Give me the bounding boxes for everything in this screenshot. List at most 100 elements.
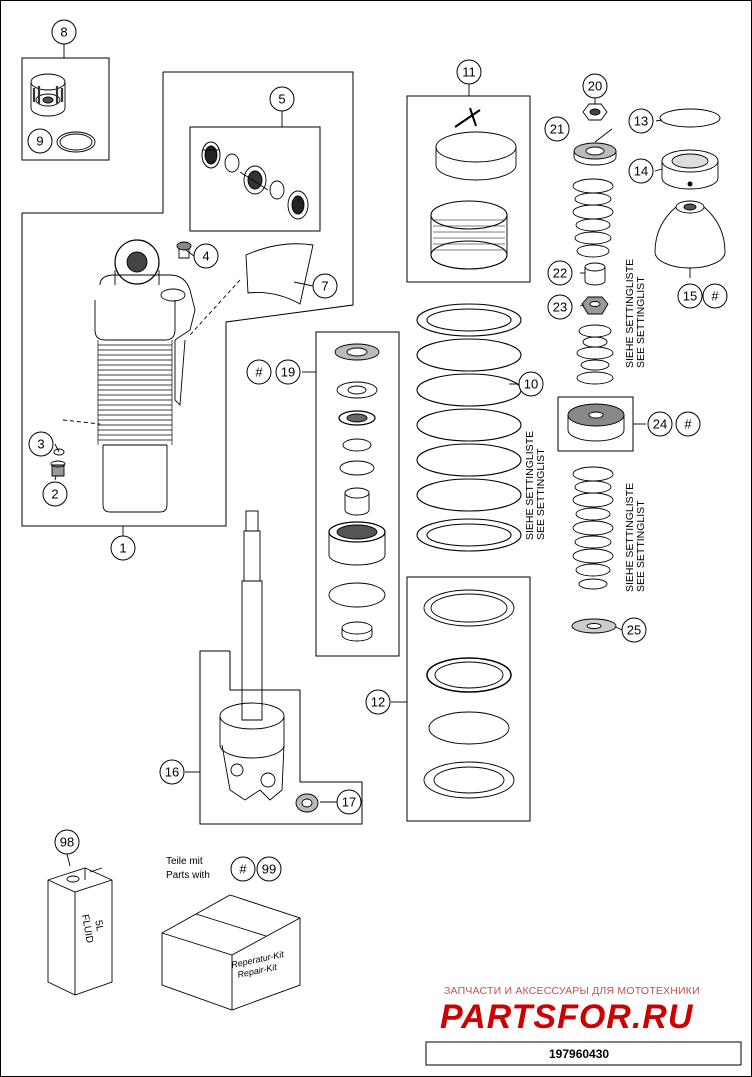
settinglist-en: SEE SETTINGLIST [635,500,647,592]
callout-5-circle [269,86,295,112]
callout-19: 19 [275,359,301,385]
group-frames [21,57,742,1066]
hash-callout-19-text: # [255,365,263,380]
callout-5: 5 [269,86,295,112]
callout-24-circle [647,411,673,437]
callout-12: 12 [365,689,391,715]
callout-98-circle [54,829,80,855]
callout-7-text: 7 [321,279,328,294]
callout-15: 15 [677,283,703,309]
fluid-label: FLUID 5L [79,914,105,944]
part-25-drawing [571,618,617,634]
hash-callout-24: # [675,411,701,437]
part-13-drawing [659,108,721,128]
callout-labels: 12345789101112131415#161719#2021222324#2… [27,19,728,882]
part-8-drawing [30,73,66,117]
callout-98: 98 [54,829,80,855]
callout-14-circle [628,158,654,184]
callout-23-circle [547,294,573,320]
callout-19-circle [275,359,301,385]
part-3-drawing [53,448,65,456]
callout-20-circle [582,73,608,99]
doc-number: 197960430 [549,1047,609,1061]
callout-2: 2 [42,481,68,507]
callout-10-text: 10 [524,377,538,392]
doc-number-box [425,1041,742,1066]
callout-22: 22 [547,260,573,286]
leader-lines [54,44,691,867]
callout-17: 17 [336,789,362,815]
callout-19-text: 19 [281,365,295,380]
settinglist-en: SEE SETTINGLIST [635,276,647,368]
callout-12-circle [365,689,391,715]
callout-1: 1 [110,535,136,561]
callout-20: 20 [582,73,608,99]
part-15-drawing [654,200,726,269]
callout-8: 8 [51,19,77,45]
callout-7-circle [312,273,338,299]
frame-item-1 [21,71,354,527]
callout-14: 14 [628,158,654,184]
part-10-drawing [416,303,522,552]
callout-11-text: 11 [462,65,476,80]
frame-item-12 [406,576,531,822]
part-20-drawing [582,103,608,121]
part-2-drawing [50,460,66,477]
settinglist-de: SIEHE SETTINGLISTE [624,483,636,592]
callout-10-circle [518,371,544,397]
callout-25: 25 [621,617,647,643]
watermark-tagline: ЗАПЧАСТИ И АКСЕССУАРЫ ДЛЯ МОТОТЕХНИКИ [444,985,700,997]
callout-4-text: 4 [202,249,209,264]
parts-with-en: Parts with [166,870,210,881]
part-99-drawing [161,894,301,1011]
callout-24-text: 24 [653,417,667,432]
callout-12-text: 12 [371,695,385,710]
callout-17-text: 17 [342,795,356,810]
fluid-line1: FLUID [79,914,95,944]
part-14-drawing [661,149,719,190]
callout-8-circle [51,19,77,45]
part-23-drawing [581,296,609,315]
watermark-site: PARTSFOR.RU [440,998,694,1036]
callout-22-text: 22 [553,266,567,281]
callout-9-circle [27,128,53,154]
callout-7: 7 [312,273,338,299]
callout-8-text: 8 [60,25,67,40]
callout-13-circle [628,108,654,134]
callout-16-text: 16 [165,765,179,780]
callout-23: 23 [547,294,573,320]
part-1-drawing [94,239,196,513]
callout-4: 4 [193,243,219,269]
callout-1-text: 1 [119,541,126,556]
part-11-drawing [430,107,517,270]
part-5-drawing [201,141,309,220]
hash-callout-99-circle [230,856,256,882]
callout-4-circle [193,243,219,269]
part-22-drawing [584,262,606,286]
callout-3-circle [28,431,54,457]
part-4-drawing [176,241,192,259]
parts-with-de: Teile mit [166,856,203,867]
callout-98-text: 98 [60,835,74,850]
callout-11: 11 [456,59,482,85]
hash-callout-19-circle [246,359,272,385]
part-7-drawing [245,243,314,305]
hash-callout-15-circle [702,283,728,309]
callout-9: 9 [27,128,53,154]
hash-callout-24-text: # [684,417,692,432]
settinglist-en: SEE SETTINGLIST [535,448,547,540]
callout-13-text: 13 [634,114,648,129]
callout-20-text: 20 [588,79,602,94]
part-21-drawing [573,142,617,166]
shim-stack-upper [572,178,614,258]
callout-11-circle [456,59,482,85]
hash-callout-15-text: # [711,289,719,304]
frame-item-8 [21,57,110,161]
callout-24: 24 [647,411,673,437]
callout-16: 16 [159,759,185,785]
callout-13: 13 [628,108,654,134]
shim-stack-middle [576,324,614,385]
callout-17-circle [336,789,362,815]
part-drawings [30,73,726,1011]
